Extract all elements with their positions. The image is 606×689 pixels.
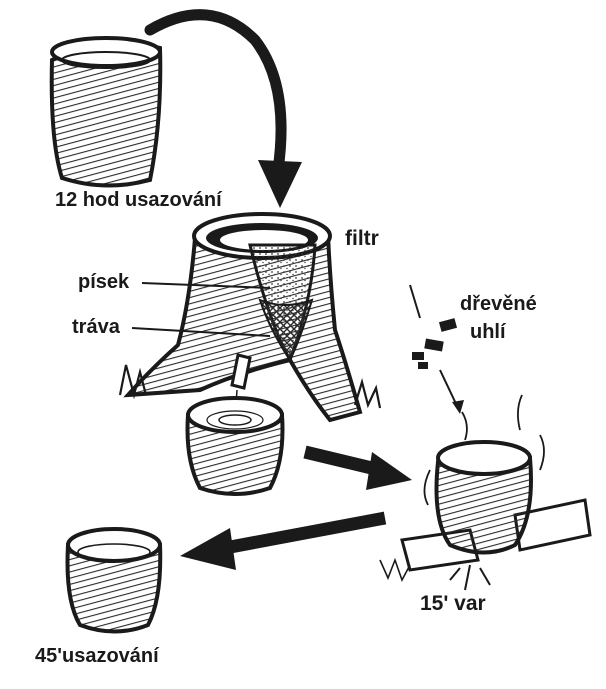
collecting-pot [185, 396, 285, 496]
grass-leader-line [131, 327, 271, 337]
arrow-to-settle [180, 511, 387, 570]
filter-stump [118, 212, 382, 423]
settling-pot [65, 527, 163, 634]
boiling-pot [379, 394, 592, 591]
charcoal-pieces [409, 284, 464, 414]
label-boil: 15' var [420, 592, 486, 615]
label-sand: písek [78, 271, 130, 293]
beaker-12h [49, 36, 163, 188]
label-settle-45: 45'usazování [35, 645, 160, 667]
arrow-to-boil [303, 445, 412, 490]
label-grass: tráva [72, 316, 121, 338]
sand-leader-line [141, 282, 271, 289]
label-settle-12h: 12 hod usazování [55, 189, 223, 211]
label-charcoal-line1: dřevěné [460, 293, 537, 315]
curved-arrow [144, 9, 302, 208]
label-charcoal-line2: uhlí [470, 321, 507, 343]
label-filter: filtr [345, 227, 379, 250]
